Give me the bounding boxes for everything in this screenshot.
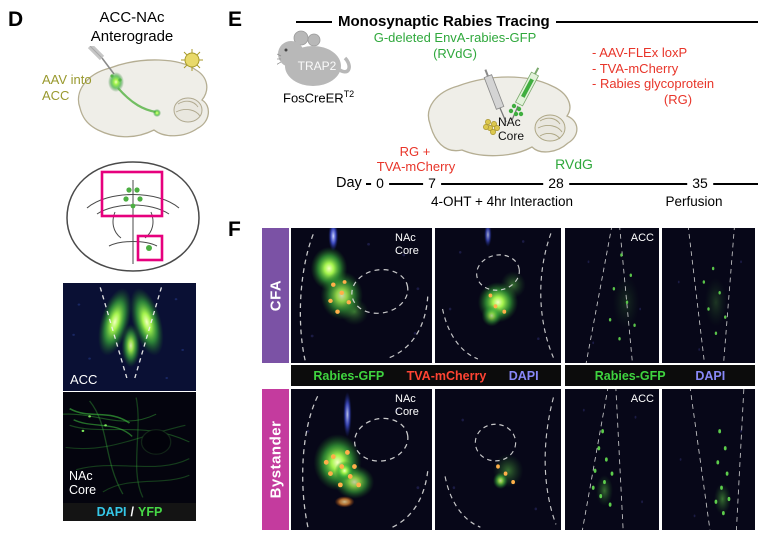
title-rule-left <box>296 20 332 23</box>
nac-micrograph-label: NAc Core <box>69 469 97 497</box>
rg-abbrev-item: (RG) <box>663 91 693 107</box>
aav-components-list: - AAV-FLEx loxP - TVA-mCherry - Rabies g… <box>592 45 764 107</box>
title-rule-right <box>555 20 758 23</box>
rabies-gfp-text-line1: G-deleted EnvA-rabies-GFP <box>373 30 537 45</box>
dapi-legend-2: DAPI <box>695 368 726 383</box>
tva-mcherry-legend: TVA-mCherry <box>406 368 487 383</box>
perfusion-label: Perfusion <box>665 194 723 209</box>
rabies-glycoprotein-item: - Rabies glycoprotein <box>592 76 715 91</box>
coronal-section-diagram <box>66 161 200 272</box>
nac-core-image-label-2: NAc Core <box>395 393 419 418</box>
yfp-legend-label: YFP <box>138 505 163 519</box>
foscreer-superscript: T2 <box>343 89 355 99</box>
timeline-tick-0: 0 <box>371 175 389 191</box>
dapi-legend-label: DAPI <box>96 505 127 519</box>
timeline-day-label: Day <box>336 175 362 191</box>
rabies-gfp-legend-2: Rabies-GFP <box>594 368 666 383</box>
panel-e-title: Monosynaptic Rabies Tracing <box>338 13 550 30</box>
legend-separator: / <box>130 505 135 519</box>
aav-flex-loxp-item: - AAV-FLEx loxP <box>592 45 688 60</box>
timeline-tick-35: 35 <box>687 175 713 191</box>
nac-core-image-label: NAc Core <box>395 232 419 257</box>
mouse-icon <box>277 30 351 86</box>
bystander-acc-micrograph-2 <box>662 389 755 530</box>
triple-channel-legend: Rabies-GFP TVA-mCherry DAPI <box>291 365 561 386</box>
dapi-yfp-legend: DAPI / YFP <box>63 503 196 521</box>
sagittal-brain-tracing-diagram <box>427 67 578 157</box>
tva-injection-label: TVA-mCherry <box>376 159 456 174</box>
sagittal-brain-injection-diagram <box>77 46 209 138</box>
nac-micrograph: NAc Core <box>63 392 196 503</box>
bystander-group-label: Bystander <box>267 420 285 499</box>
acc-image-label-2: ACC <box>630 393 654 405</box>
panel-e-label: E <box>228 8 243 31</box>
interaction-label: 4-OHT + 4hr Interaction <box>431 194 573 209</box>
cfa-group-bar: CFA <box>262 228 289 363</box>
panel-f-label: F <box>228 218 241 241</box>
cfa-nac-micrograph-2 <box>435 228 561 363</box>
timeline-tick-28: 28 <box>543 175 569 191</box>
dual-channel-legend: Rabies-GFP DAPI <box>565 365 755 386</box>
timeline-tick-7: 7 <box>423 175 441 191</box>
acc-micrograph: ACC <box>63 283 196 391</box>
panel-d-label: D <box>8 8 24 31</box>
rabies-gfp-legend: Rabies-GFP <box>313 368 385 383</box>
bystander-nac-micrograph-2 <box>435 389 561 530</box>
bystander-acc-micrograph-1: ACC <box>565 389 659 530</box>
bystander-group-bar: Bystander <box>262 389 289 530</box>
acc-image-label: ACC <box>630 232 654 244</box>
foscreer-text: FosCreER <box>283 90 344 106</box>
brain-nac-core-label: NAc Core <box>498 115 525 143</box>
foscreer-label: FosCreERT2 <box>283 89 354 105</box>
rg-injection-label: RG + <box>399 144 431 159</box>
cfa-group-label: CFA <box>267 279 284 312</box>
cfa-nac-micrograph-1: NAc Core <box>291 228 432 363</box>
acc-micrograph-label: ACC <box>70 372 98 387</box>
dapi-legend: DAPI <box>508 368 539 383</box>
cfa-acc-micrograph-2 <box>662 228 755 363</box>
panel-d-title: ACC-NAc Anterograde <box>90 9 174 45</box>
trap2-label: TRAP2 <box>297 59 337 73</box>
panel-e-title-row: Monosynaptic Rabies Tracing <box>296 13 758 30</box>
rvdg-injection-label: RVdG <box>555 156 593 172</box>
aav-into-acc-label: AAV into ACC <box>42 72 92 103</box>
bystander-nac-micrograph-1: NAc Core <box>291 389 432 530</box>
tva-mcherry-item: - TVA-mCherry <box>592 60 679 76</box>
cfa-acc-micrograph-1: ACC <box>565 228 659 363</box>
rabies-gfp-text-line2: (RVdG) <box>433 46 477 61</box>
